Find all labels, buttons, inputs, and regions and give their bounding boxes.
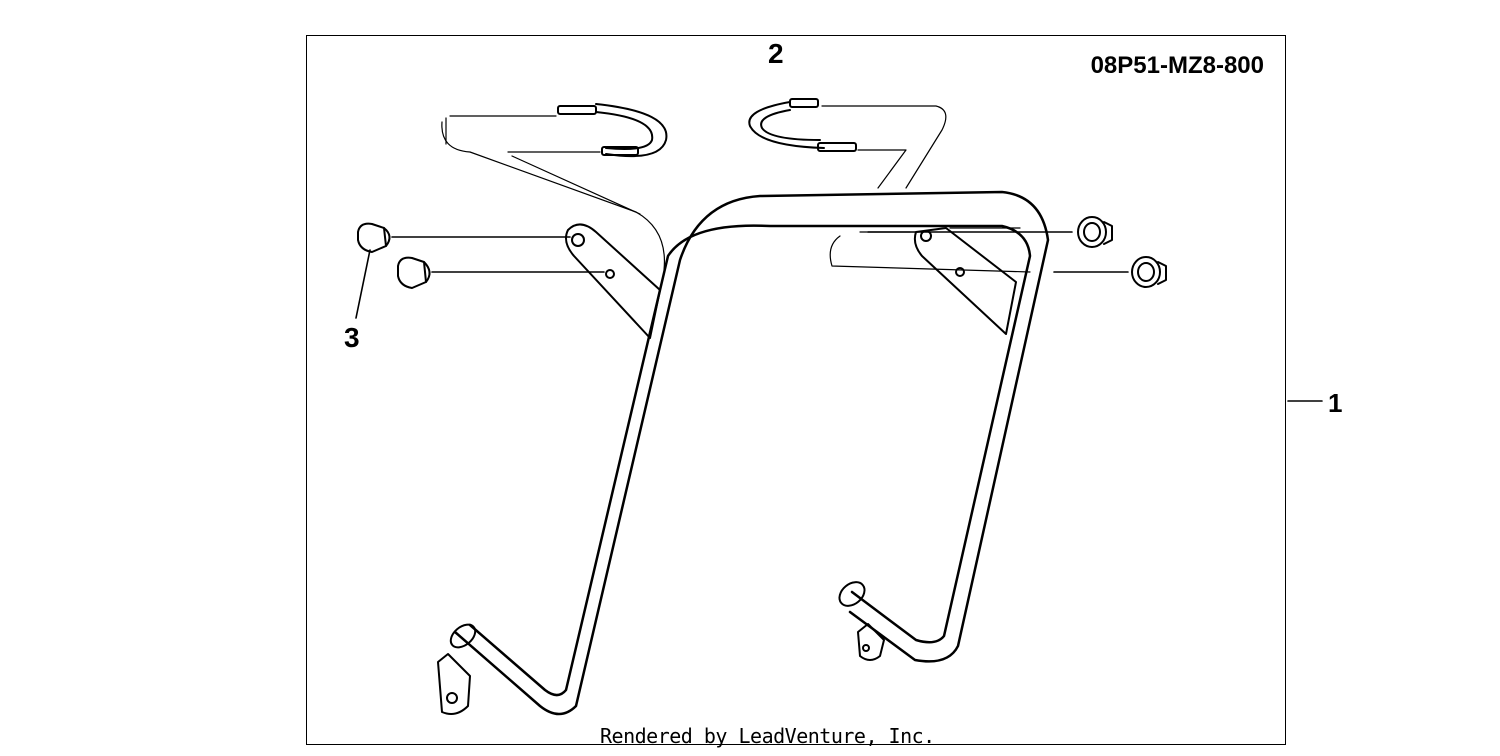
callout-2: 2 bbox=[768, 38, 784, 69]
diagram-frame bbox=[306, 35, 1286, 745]
flange-nut-icon bbox=[1077, 216, 1167, 288]
cap-nut-icon bbox=[357, 222, 431, 289]
watermark-text: Rendered by LeadVenture, Inc. bbox=[600, 724, 935, 748]
u-bolt-clamp-icon bbox=[441, 103, 668, 271]
callout-1: 1 bbox=[1328, 388, 1343, 418]
part-number-label: 08P51-MZ8-800 bbox=[1090, 52, 1264, 79]
u-bolt-clamp-icon bbox=[748, 98, 947, 189]
guard-bar-icon bbox=[437, 190, 1050, 716]
leader-lines bbox=[355, 231, 1323, 402]
callout-3: 3 bbox=[344, 322, 360, 353]
left-bracket-plate bbox=[565, 223, 661, 339]
right-bracket-plate bbox=[913, 227, 1017, 335]
